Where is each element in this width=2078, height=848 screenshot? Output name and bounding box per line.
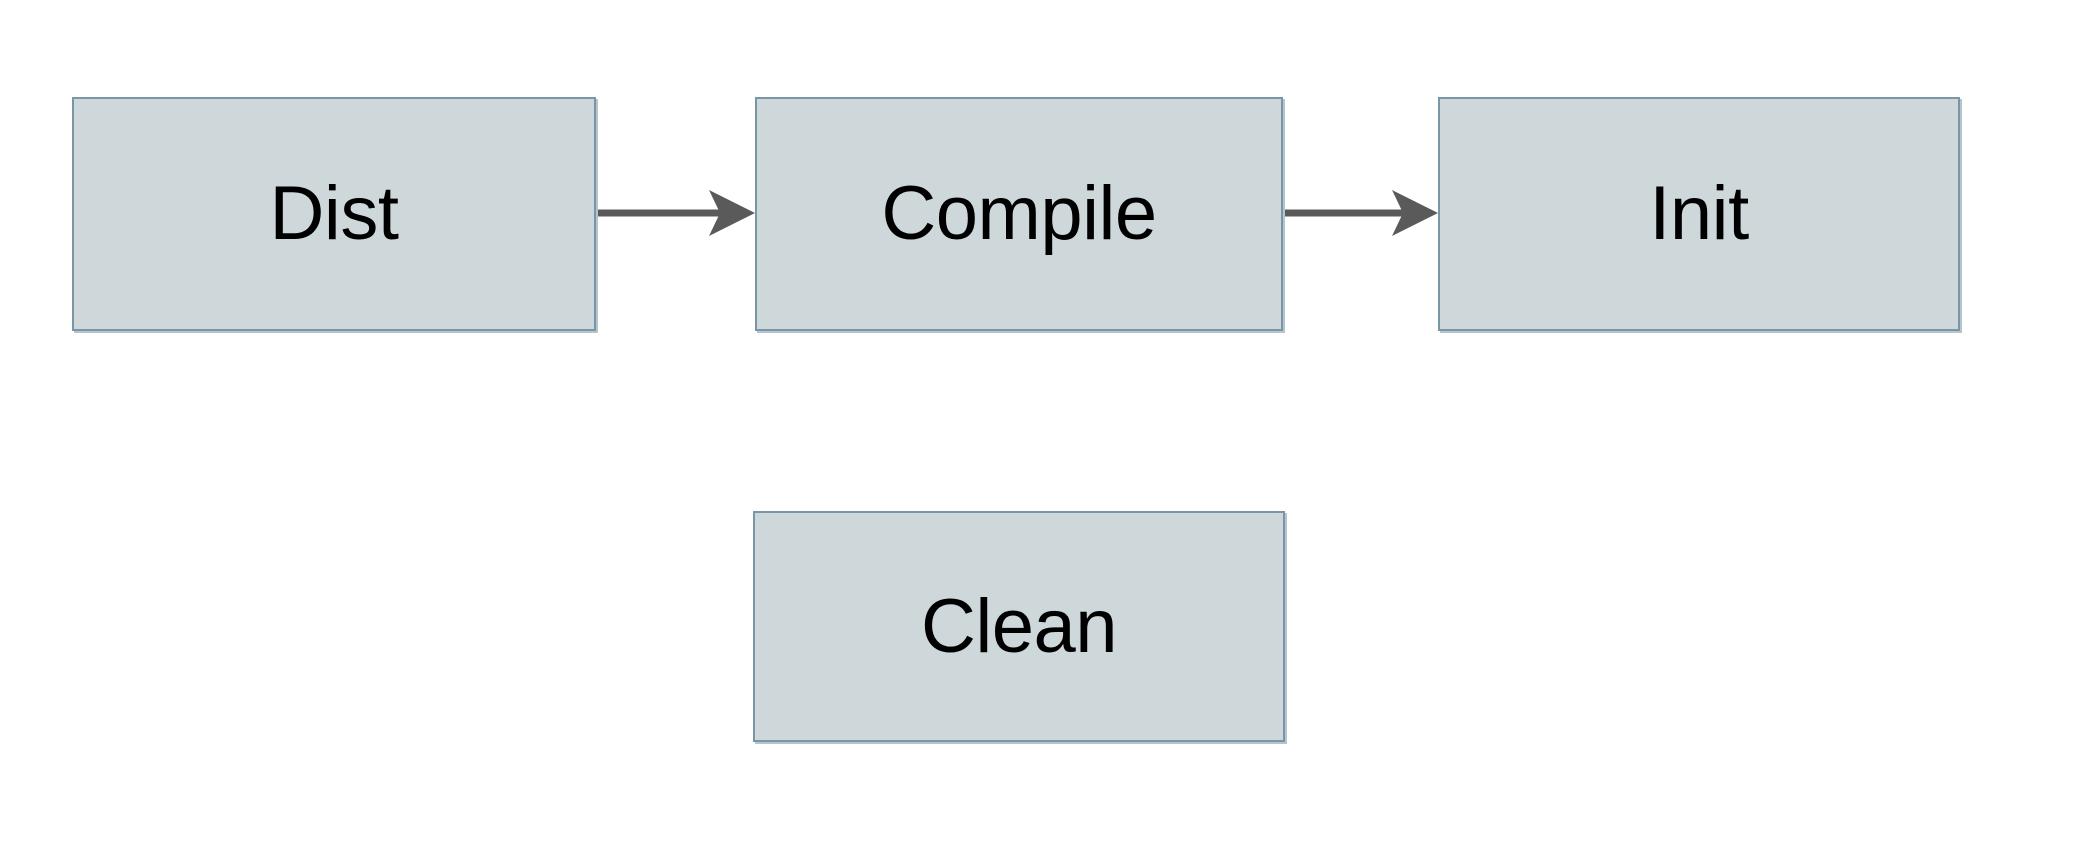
edge-compile-to-init <box>1285 190 1438 236</box>
edge-shaft <box>598 209 720 217</box>
node-clean[interactable]: Clean <box>753 511 1285 742</box>
node-init[interactable]: Init <box>1438 97 1960 331</box>
node-compile[interactable]: Compile <box>755 97 1283 331</box>
arrowhead-icon <box>709 190 755 236</box>
node-dist-label: Dist <box>269 171 399 256</box>
arrowhead-icon <box>1392 190 1438 236</box>
node-clean-label: Clean <box>920 583 1118 669</box>
node-compile-label: Compile <box>881 171 1157 256</box>
edge-dist-to-compile <box>598 190 755 236</box>
node-init-label: Init <box>1649 171 1749 256</box>
node-dist[interactable]: Dist <box>72 97 596 331</box>
edge-shaft <box>1285 209 1403 217</box>
